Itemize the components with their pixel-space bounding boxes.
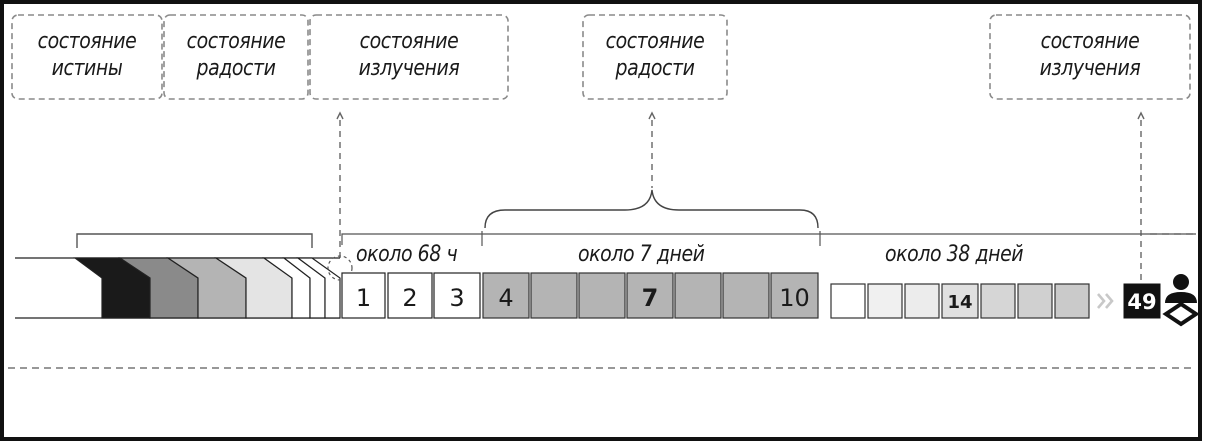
day-cell-1 [341,272,386,319]
state-box-1 [11,14,163,100]
later-cell-3 [904,283,940,319]
day-number-1: 1 [355,284,372,312]
day-number-3: 3 [449,284,465,312]
left-stage-track [15,257,341,319]
state-box-3 [309,14,509,100]
day-cell-4 [482,272,530,319]
period-label-7days: около 7 дней [578,242,705,267]
day-number-14: 14 [947,292,973,313]
period-label-68h: около 68 ч [356,242,458,267]
period-separator [341,233,1196,245]
day-number-2: 2 [402,284,418,312]
state-label-radiance-2: состояние излучения [1039,29,1141,81]
later-cell-6 [1017,283,1053,319]
transition-circle [327,255,353,281]
state-label-joy-2: состояние радости [605,29,705,81]
day-number-10: 10 [779,284,810,312]
period-label-38days: около 38 дней [885,242,1024,267]
state-label-joy: состояние радости [186,29,286,81]
day-cell-7 [626,272,674,319]
day-number-7: 7 [641,284,659,312]
later-cell-7 [1054,283,1090,319]
later-cell-2 [867,283,903,319]
day-cell-49 [1123,283,1161,319]
day-cell-6 [578,272,626,319]
curly-brace [484,189,819,229]
state-label-radiance: состояние излучения [358,29,460,81]
state-label-truth: состояние истины [37,29,137,81]
day-number-4: 4 [498,284,514,312]
connector-2 [648,111,656,188]
day-cell-2 [387,272,433,319]
connector-3 [1137,111,1145,283]
day-cell-10 [770,272,819,319]
day-cell-8 [674,272,722,319]
later-cell-5 [980,283,1016,319]
left-bracket [76,233,313,248]
day-cell-3 [433,272,481,319]
day-cell-9 [722,272,770,319]
day-cell-5 [530,272,578,319]
connector-1 [336,111,344,258]
state-box-2 [163,14,309,100]
state-box-5 [989,14,1191,100]
state-box-4 [582,14,728,100]
baby-icon [1162,274,1200,327]
later-cell-1 [830,283,866,319]
later-cell-14 [941,283,979,319]
continuation-chevrons-icon [1097,293,1114,309]
day-number-49: 49 [1127,290,1157,314]
